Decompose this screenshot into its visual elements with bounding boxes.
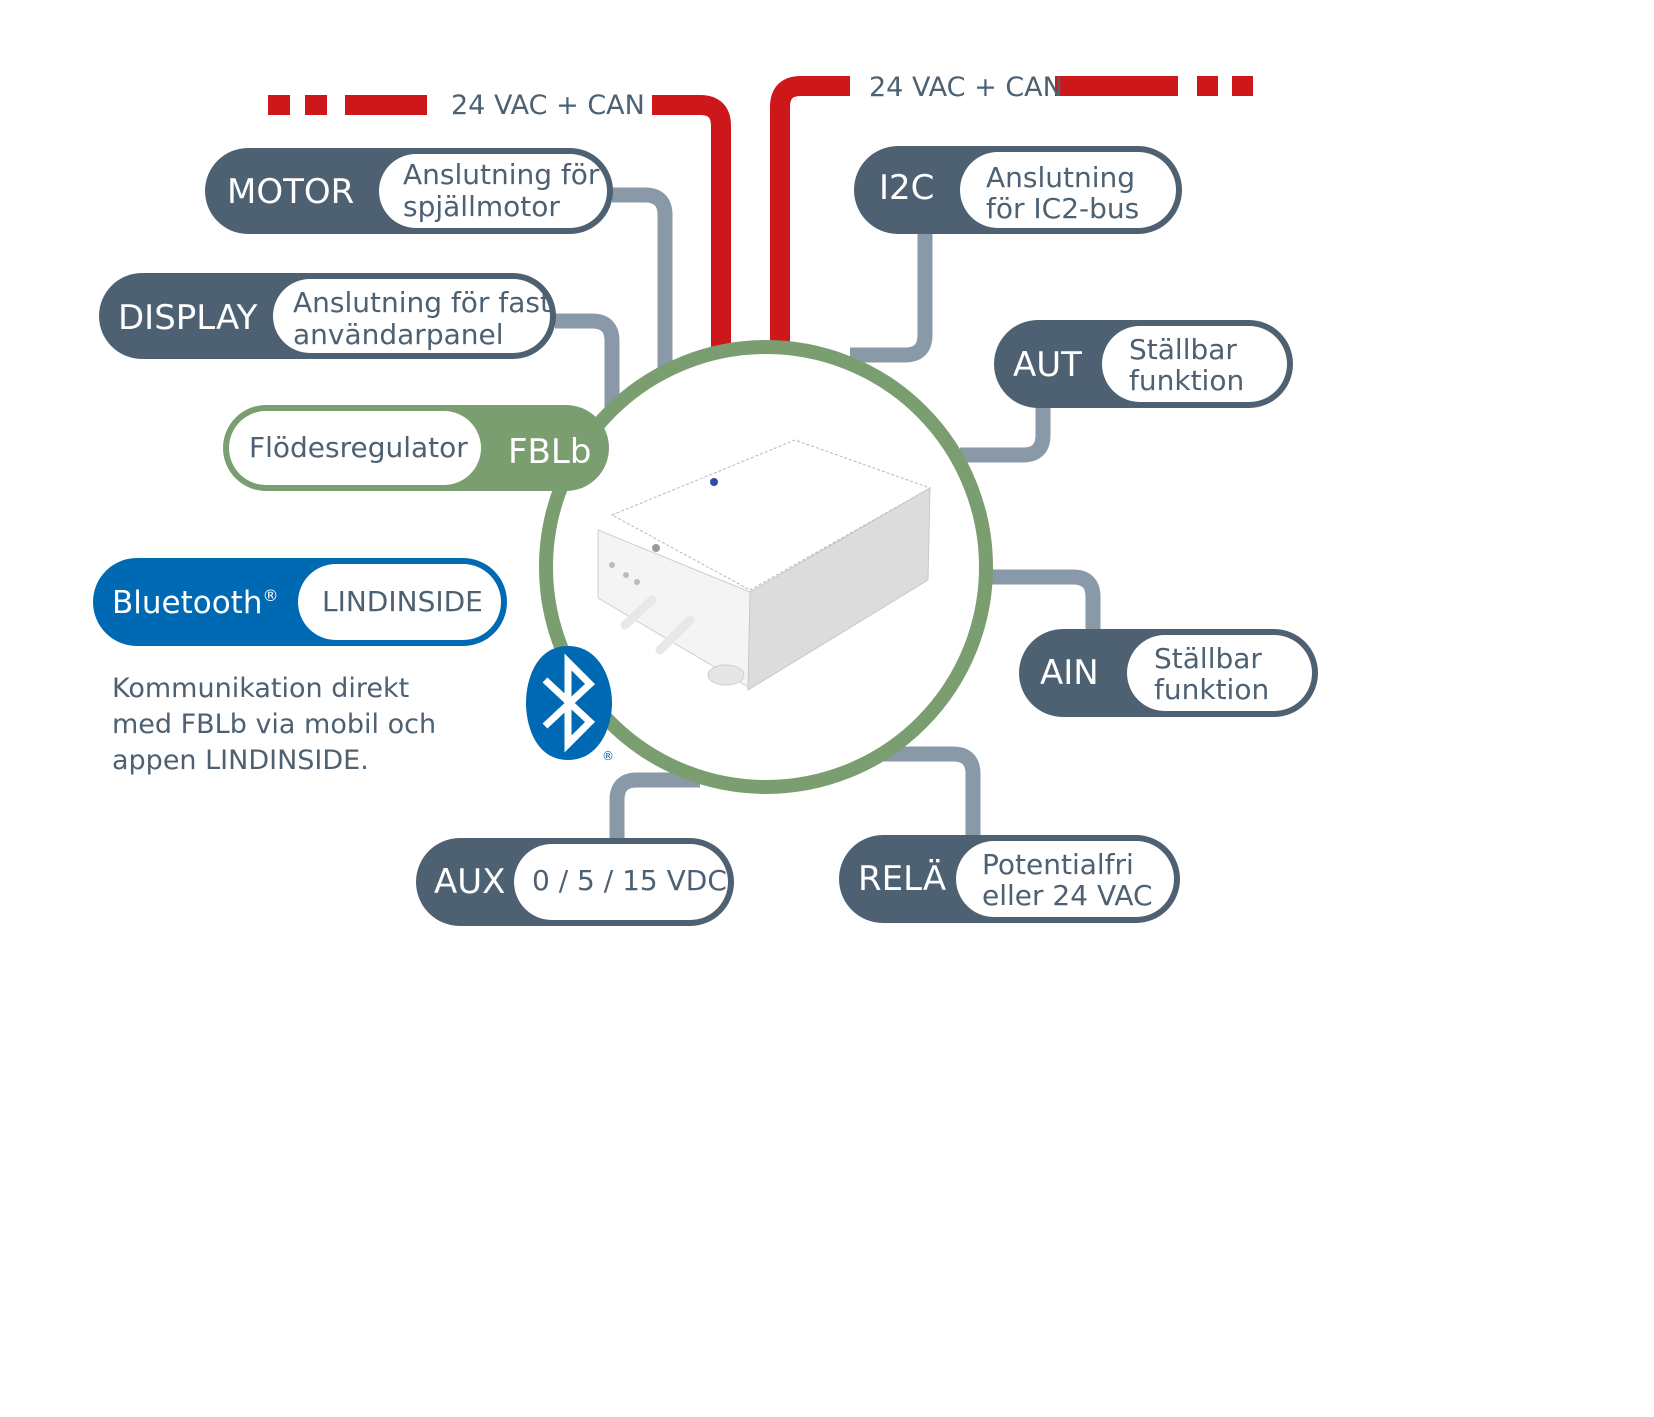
ain-desc-line1: Ställbar — [1154, 642, 1262, 675]
aut-connector[interactable]: AUT Ställbar funktion — [994, 320, 1293, 408]
bus-dash-left-3 — [345, 95, 427, 115]
motor-connector-line — [612, 187, 673, 370]
i2c-desc-bubble — [960, 152, 1176, 228]
fblb-tag: FBLb — [508, 432, 591, 472]
bus-dash-left-2 — [305, 95, 327, 115]
aut-tag: AUT — [1013, 345, 1082, 385]
bluetooth-description-line1: Kommunikation direkt — [112, 673, 409, 704]
bluetooth-description-line2: med FBLb via mobil och — [112, 709, 436, 740]
bus-line-left — [652, 95, 731, 350]
aux-desc: 0 / 5 / 15 VDC — [532, 864, 727, 897]
device-port-2 — [623, 572, 629, 578]
device-pipe-1 — [620, 595, 657, 630]
device-side — [747, 487, 931, 691]
bus-dash-right-1 — [1055, 76, 1178, 96]
display-desc-line1: Anslutning för fast — [293, 286, 551, 319]
aut-desc-line1: Ställbar — [1129, 333, 1237, 366]
rela-desc-line1: Potentialfri — [982, 848, 1134, 881]
bus-label-right: 24 VAC + CAN — [869, 72, 1063, 103]
motor-tag: MOTOR — [227, 172, 354, 212]
aut-desc-line2: funktion — [1129, 364, 1244, 397]
aut-desc-bubble — [1102, 326, 1287, 402]
bus-dash-right-2 — [1197, 76, 1218, 96]
bus-dash-right-3 — [1232, 76, 1253, 96]
bluetooth-reg-mark: ® — [263, 586, 279, 605]
aux-connector-line — [609, 772, 700, 842]
i2c-connector-line — [850, 232, 933, 363]
bluetooth-app-name: LINDINSIDE — [322, 585, 483, 618]
i2c-tag: I2C — [879, 168, 934, 208]
display-tag: DISPLAY — [118, 298, 258, 338]
aut-connector-line — [960, 405, 1051, 463]
motor-desc-line2: spjällmotor — [403, 190, 560, 223]
ain-desc-line2: funktion — [1154, 673, 1269, 706]
display-connector-line — [555, 313, 620, 420]
device-pipe-2 — [655, 615, 695, 655]
rela-desc-line2: eller 24 VAC — [982, 879, 1153, 912]
ain-connector-line — [990, 569, 1101, 640]
fblb-device-label: Flödesregulator FBLb — [223, 405, 609, 491]
bus-dash-left-1 — [268, 95, 290, 115]
fblb-desc-bubble — [229, 411, 481, 485]
fblb-device-image — [597, 439, 932, 691]
bluetooth-rune — [542, 653, 596, 753]
device-port-3 — [634, 579, 640, 585]
power-bus — [268, 76, 1253, 115]
i2c-connector[interactable]: I2C Anslutning för IC2-bus — [854, 146, 1182, 234]
device-screw — [652, 544, 660, 552]
rela-desc-bubble — [956, 841, 1174, 917]
ain-connector[interactable]: AIN Ställbar funktion — [1019, 629, 1318, 717]
bluetooth-app-bubble — [298, 564, 501, 640]
display-desc-line2: användarpanel — [293, 318, 504, 351]
device-port-1 — [609, 562, 615, 568]
bluetooth-description-line3: appen LINDINSIDE. — [112, 745, 369, 776]
display-connector[interactable]: DISPLAY Anslutning för fast användarpane… — [99, 273, 556, 359]
display-desc-bubble — [273, 279, 550, 353]
fblb-desc: Flödesregulator — [249, 431, 468, 464]
motor-desc-bubble — [379, 154, 607, 228]
rela-connector[interactable]: RELÄ Potentialfri eller 24 VAC — [839, 835, 1180, 923]
ain-tag: AIN — [1040, 653, 1099, 693]
bluetooth-connection[interactable]: Bluetooth® LINDINSIDE — [93, 558, 507, 646]
connector-lines — [555, 187, 1101, 842]
aux-desc-bubble — [514, 844, 728, 920]
bluetooth-tag-text: Bluetooth — [112, 585, 263, 621]
bus-line-right — [770, 76, 850, 350]
aux-tag: AUX — [434, 862, 505, 902]
aux-connector[interactable]: AUX 0 / 5 / 15 VDC — [416, 838, 734, 926]
motor-connector[interactable]: MOTOR Anslutning för spjällmotor — [205, 148, 613, 234]
power-bus-lines — [652, 76, 850, 350]
motor-desc-line1: Anslutning för — [403, 158, 600, 191]
bluetooth-logo-reg-mark: ® — [602, 749, 614, 763]
bluetooth-tag: Bluetooth® — [112, 585, 279, 621]
rela-tag: RELÄ — [858, 859, 946, 899]
ain-desc-bubble — [1127, 635, 1312, 711]
device-foot — [707, 664, 745, 686]
rela-connector-line — [880, 746, 981, 840]
device-led — [710, 478, 718, 486]
i2c-desc-line1: Anslutning — [986, 161, 1135, 194]
bluetooth-logo-icon: ® — [526, 646, 614, 763]
i2c-desc-line2: för IC2-bus — [986, 192, 1139, 225]
bus-label-left: 24 VAC + CAN — [451, 90, 645, 121]
